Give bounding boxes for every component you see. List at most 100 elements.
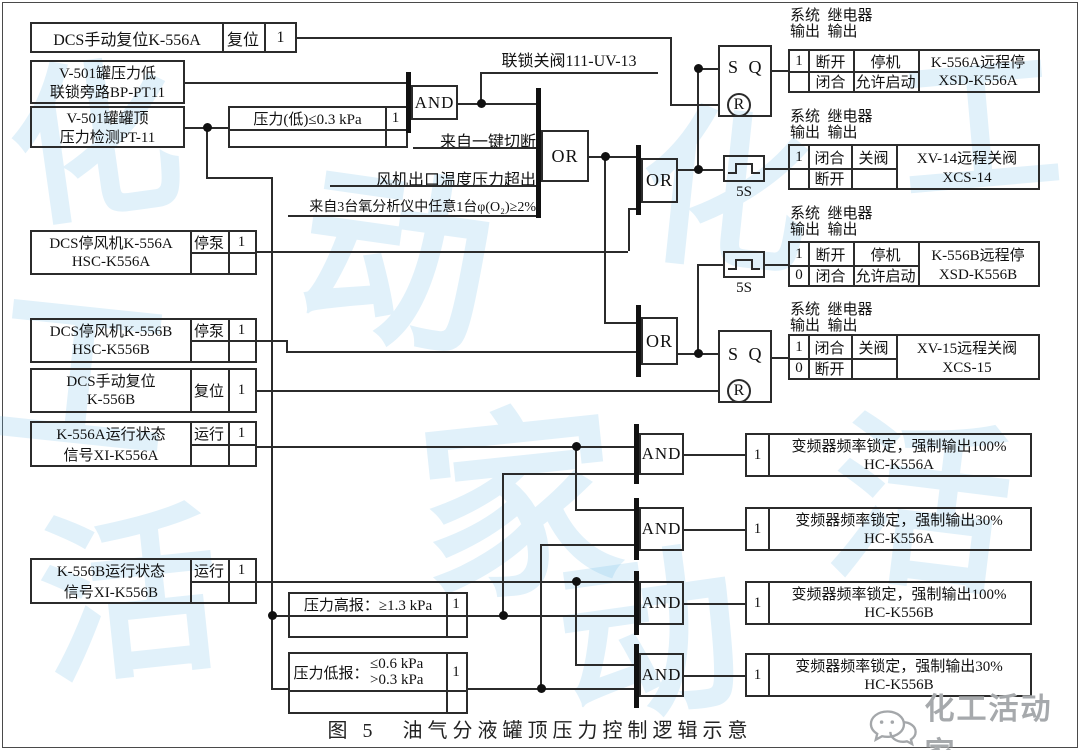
output-box-hc-k556a-30: 1 变频器频率锁定，强制输出30% HC-K556A	[745, 507, 1032, 551]
row-divider	[290, 690, 466, 692]
wire	[271, 688, 288, 690]
pulse-icon	[728, 163, 760, 174]
row-divider	[790, 358, 896, 360]
timer-label: 5S	[736, 279, 752, 296]
latch-s-label: S	[727, 343, 738, 364]
signal-label: 压力检测PT-11	[59, 130, 156, 146]
action-tag: 复位	[226, 31, 259, 49]
output-description: 变频器频率锁定，强制输出30%	[795, 512, 1003, 529]
cell-divider	[918, 243, 920, 285]
table-cell: 关阀	[858, 340, 889, 357]
signal-label: DCS停风机K-556B	[49, 323, 173, 340]
action-tag: 运行	[193, 564, 224, 580]
signal-label: HSC-K556A	[71, 253, 151, 270]
signal-label: K-556B	[86, 391, 136, 408]
junction-dot	[499, 611, 508, 620]
signal-label: V-501罐压力低	[59, 66, 156, 82]
table-cell: 断开	[814, 361, 845, 378]
annotation-underline	[413, 147, 536, 149]
table-header-line: 系统 继电器	[790, 206, 873, 222]
wire	[257, 581, 634, 583]
cell-divider	[222, 24, 224, 51]
wire	[458, 103, 536, 105]
wire	[684, 529, 745, 531]
table-cell: 1	[795, 245, 803, 262]
junction-dot	[572, 442, 581, 451]
table-cell: 1	[795, 338, 803, 355]
condition-upper: ≤0.6 kPa	[370, 656, 424, 672]
table-header-line: 系统 继电器	[790, 302, 873, 318]
or1-input-bar	[536, 88, 541, 218]
wire	[257, 390, 718, 392]
comparator-low-trip: 压力(低)≤0.3 kPa 1	[228, 106, 408, 148]
row-divider	[790, 168, 896, 170]
row-divider	[190, 444, 255, 446]
table-tag-name: K-556B远程停	[931, 247, 1025, 264]
row-divider	[190, 581, 255, 583]
table-cell: 0	[795, 266, 803, 283]
cell-divider	[228, 370, 230, 411]
cell-divider	[808, 336, 810, 378]
annotation-underline	[480, 72, 658, 74]
signal-label: K-556B运行状态	[56, 564, 166, 580]
table-tag-name: XV-14远程关阀	[916, 150, 1018, 167]
wire	[468, 615, 634, 617]
and-gate-1: AND	[639, 433, 684, 475]
output-tag: HC-K556B	[864, 604, 934, 621]
action-tag: 运行	[193, 427, 224, 443]
wire	[575, 446, 577, 509]
output-description: 变频器频率锁定，强制输出100%	[791, 438, 1007, 455]
and1-input-bar	[634, 424, 639, 484]
output-box-hc-k556a-100: 1 变频器频率锁定，强制输出100% HC-K556A	[745, 433, 1032, 477]
table-cell: 断开	[815, 247, 846, 264]
latch-r-label: R	[727, 93, 751, 117]
value-cell: 1	[391, 110, 400, 126]
wire	[772, 357, 788, 359]
junction-dot	[477, 99, 486, 108]
wire	[480, 72, 482, 103]
signal-label: V-501罐罐顶	[66, 111, 149, 127]
gate-label: AND	[641, 593, 682, 612]
cell-divider	[896, 336, 898, 378]
value-cell: 1	[237, 425, 246, 441]
or-input-label: 风机出口温度压力超出	[375, 172, 536, 189]
wire	[297, 37, 670, 39]
wire	[772, 70, 788, 72]
input-box-run-k556b: K-556B运行状态 信号XI-K556B 运行 1	[30, 558, 257, 604]
latch-r-label: R	[727, 379, 751, 403]
table-cell: 断开	[814, 171, 845, 188]
wire	[257, 251, 628, 253]
wire	[628, 208, 636, 210]
wire	[286, 351, 636, 353]
table-cell	[851, 168, 896, 188]
row-divider	[190, 252, 255, 254]
wire	[271, 177, 273, 688]
wire	[575, 509, 634, 511]
cell-divider	[918, 51, 920, 91]
wire	[206, 177, 272, 179]
signal-label: DCS停风机K-556A	[49, 235, 173, 252]
pulse-icon	[728, 259, 760, 270]
comparator-high-alarm: 压力高报：≥1.3 kPa 1	[288, 592, 468, 638]
junction-dot	[268, 611, 277, 620]
table-header: 系统 继电器输出 输出	[790, 8, 873, 40]
value-cell: 1	[237, 233, 246, 250]
wire	[684, 675, 745, 677]
action-tag: 停泵	[193, 323, 224, 340]
gate-label: OR	[645, 330, 673, 351]
table-cell: 1	[795, 52, 803, 69]
input-box-reset-k556a: DCS手动复位K-556A 复位 1	[30, 22, 297, 53]
pulse-timer-1	[723, 155, 765, 182]
output-tag: HC-K556A	[864, 530, 934, 547]
or2-input-bar	[636, 145, 641, 215]
junction-dot	[694, 349, 703, 358]
wire	[697, 68, 699, 169]
junction-dot	[694, 165, 703, 174]
table-tag-name: XV-15远程关阀	[916, 340, 1018, 357]
cell-divider	[853, 243, 855, 285]
table-header: 系统 继电器输出 输出	[790, 206, 873, 238]
cell-divider	[808, 146, 810, 188]
junction-dot	[601, 152, 610, 161]
